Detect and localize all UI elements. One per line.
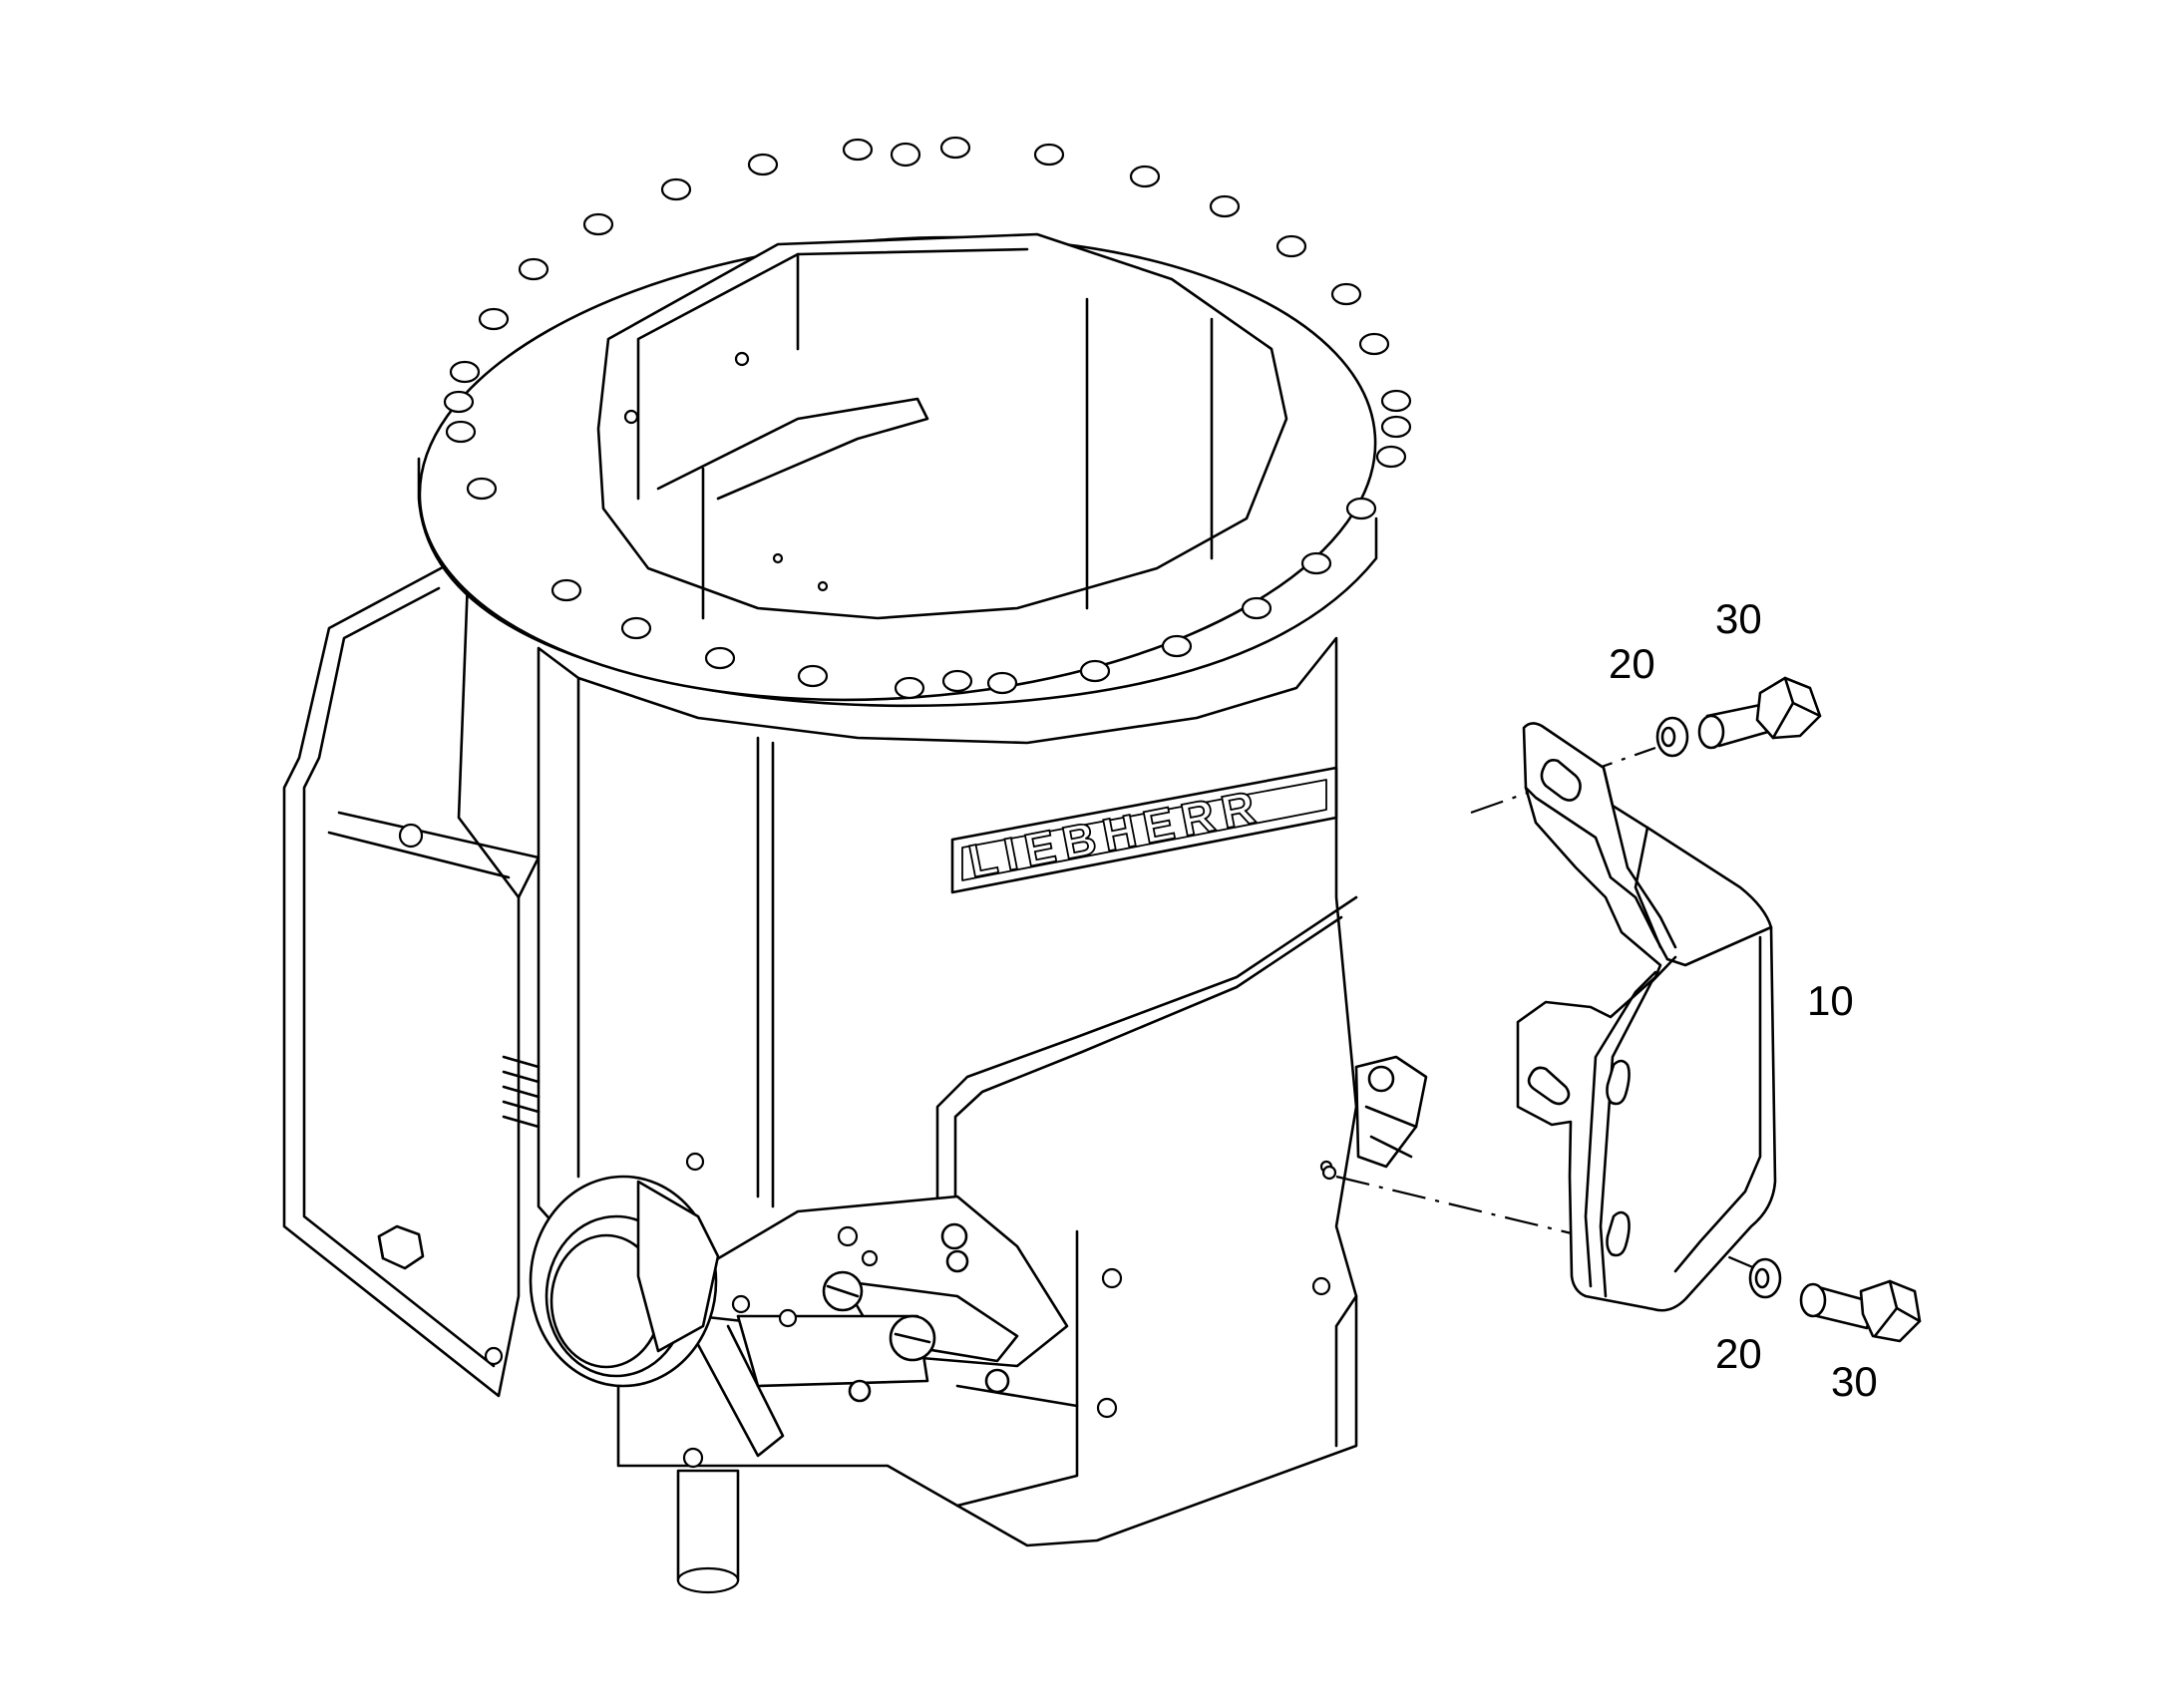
flange-bolt-holes [443,136,1412,700]
callout-20-lower: 20 [1715,1330,1762,1377]
callout-30-lower: 30 [1831,1358,1878,1405]
latch-mechanism [529,1175,1069,1458]
slewing-housing: LIEBHERR [282,551,1428,1594]
bolt-lower [1799,1279,1922,1343]
washer-lower [1748,1257,1782,1299]
washer-upper [1655,716,1689,758]
right-fittings [1321,1055,1428,1181]
callout-labels: 10 20 30 20 30 [1609,595,1878,1405]
callout-10: 10 [1807,977,1854,1024]
bolt-upper [1697,676,1822,750]
bracket-part [1516,722,1777,1312]
callout-20-upper: 20 [1609,640,1655,687]
callout-30-upper: 30 [1715,595,1762,642]
flange-ring [417,136,1412,708]
